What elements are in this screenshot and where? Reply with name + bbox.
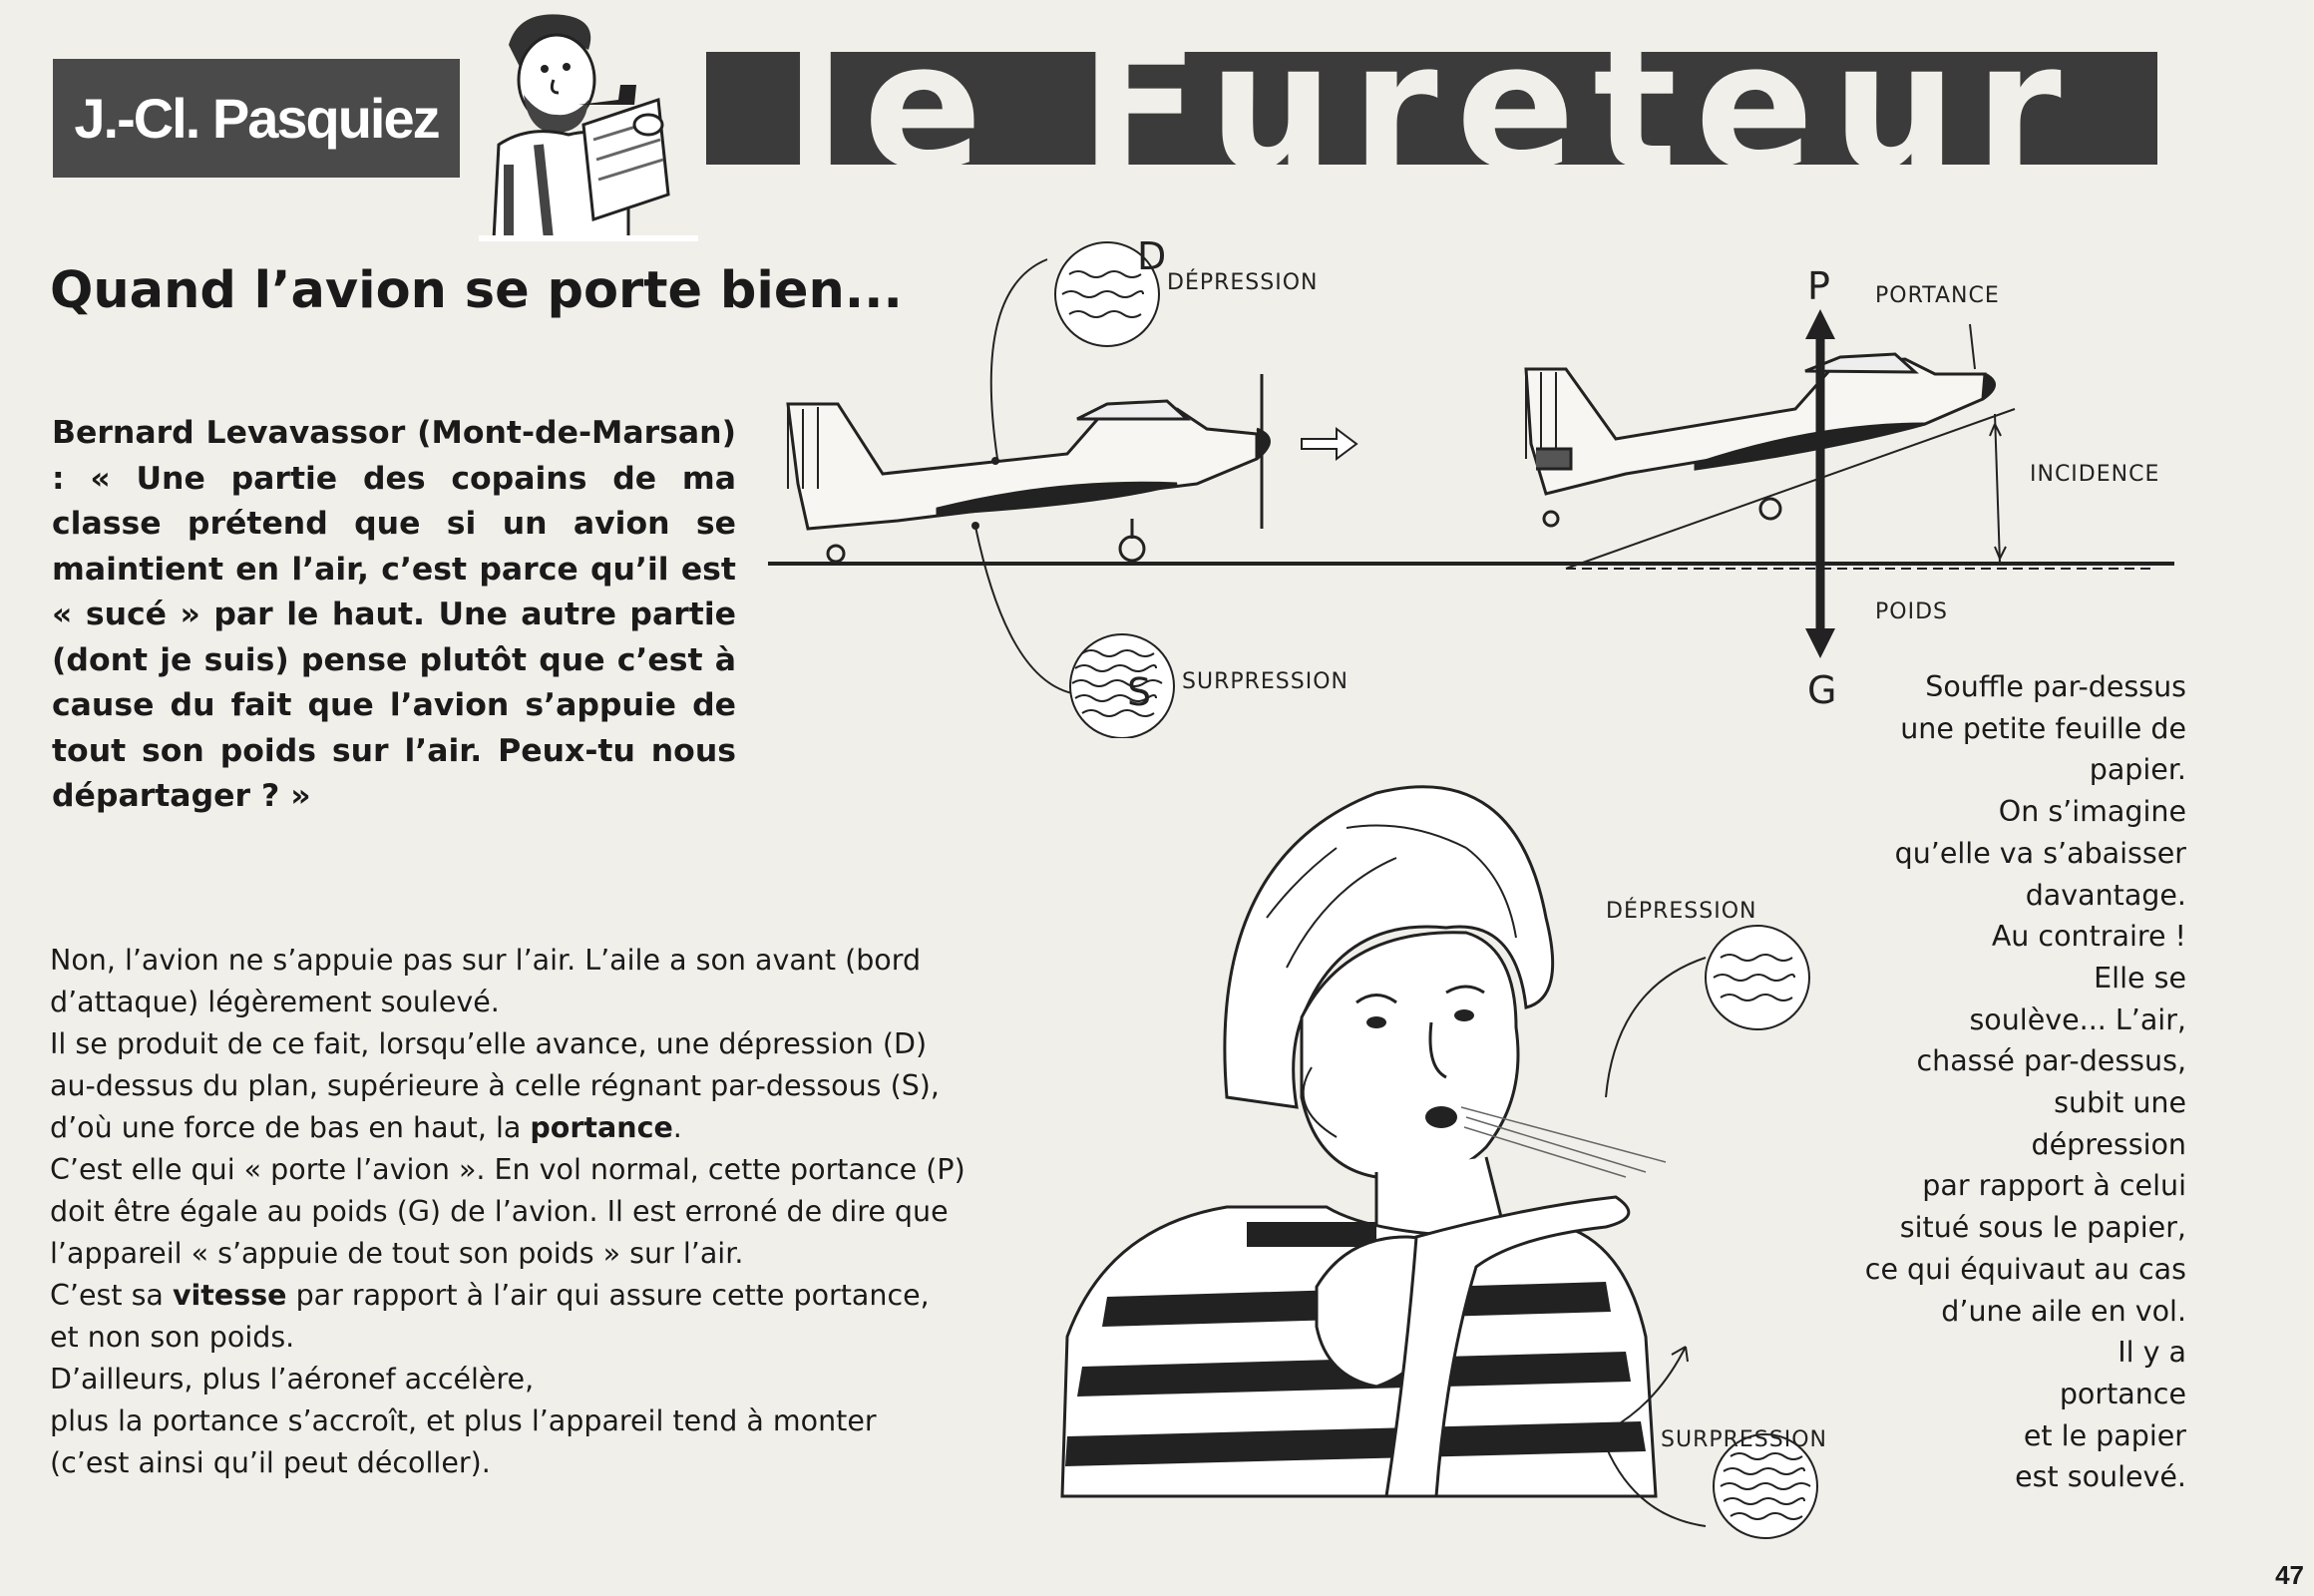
side-line: Elle se (2094, 961, 2186, 995)
side-line: soulève... L’air, (1969, 1002, 2186, 1036)
side-line: une petite feuille de (1900, 711, 2186, 745)
answer-text-segment: d’où une force de bas en haut, la (50, 1111, 522, 1144)
side-line: subit une (2054, 1086, 2186, 1120)
lift-diagram: D DÉPRESSION S SURPRESSION P G PORTANCE … (768, 234, 2174, 738)
answer-text-segment: . (672, 1111, 682, 1144)
side-line: Il y a (2118, 1336, 2186, 1370)
answer-keyword-portance: portance (530, 1111, 673, 1144)
side-line: et le papier (2023, 1418, 2186, 1452)
side-line: ce qui équivaut au cas (1864, 1252, 2186, 1286)
label-s: S (1127, 670, 1151, 714)
label-depression: DÉPRESSION (1167, 269, 1319, 295)
paper-experiment-text: Souffle par-dessus une petite feuille de… (1807, 666, 2186, 1498)
label-incidence: INCIDENCE (2030, 462, 2159, 487)
answer-line: l’appareil « s’appuie de tout son poids … (50, 1237, 744, 1270)
side-line: davantage. (2025, 878, 2186, 912)
masthead-title: le Fureteur (785, 38, 2080, 178)
label-poids: POIDS (1875, 599, 1948, 624)
answer-line: d’attaque) légèrement soulevé. (50, 986, 500, 1018)
answer-line: D’ailleurs, plus l’aéronef accélère, (50, 1363, 535, 1396)
side-line: papier. (2089, 753, 2186, 787)
answer-text: Non, l’avion ne s’appuie pas sur l’air. … (50, 940, 1047, 1484)
answer-line: Il se produit de ce fait, lorsqu’elle av… (50, 1027, 928, 1060)
answer-line: (c’est ainsi qu’il peut décoller). (50, 1446, 491, 1479)
side-line: dépression (2031, 1127, 2186, 1161)
answer-text-segment: C’est sa (50, 1279, 164, 1312)
depression-circle (1705, 925, 1810, 1030)
answer-line: doit être égale au poids (G) de l’avion.… (50, 1195, 949, 1228)
side-line: chassé par-dessus, (1916, 1044, 2186, 1078)
direction-arrow (1301, 427, 1358, 461)
answer-line: d’où une force de bas en haut, la portan… (50, 1107, 1047, 1149)
answer-line: au-dessus du plan, supérieure à celle ré… (50, 1069, 940, 1102)
depression-circle (1054, 241, 1160, 347)
airplane-level-illustration (786, 374, 1271, 564)
label-surpression: SURPRESSION (1182, 669, 1349, 694)
author-banner: J.-Cl. Pasquiez (53, 59, 460, 178)
boy-label-surpression: SURPRESSION (1661, 1427, 1827, 1452)
side-line: est soulevé. (2015, 1460, 2186, 1494)
side-line: portance (2059, 1377, 2186, 1410)
answer-line: C’est elle qui « porte l’avion ». En vol… (50, 1153, 965, 1186)
answer-line: Non, l’avion ne s’appuie pas sur l’air. … (50, 944, 922, 977)
answer-line: C’est sa vitesse par rapport à l’air qui… (50, 1275, 1047, 1317)
lift-arrowhead (1805, 309, 1835, 339)
article-headline: Quand l’avion se porte bien... (50, 261, 903, 320)
side-line: Au contraire ! (1991, 920, 2186, 954)
masthead-band (706, 52, 2157, 165)
author-caricature (479, 14, 698, 241)
side-line: On s’imagine (1998, 795, 2186, 829)
side-line: par rapport à celui (1922, 1169, 2186, 1203)
surpression-circle (1713, 1433, 1818, 1539)
surpression-circle (1069, 633, 1175, 738)
page-number: 47 (2275, 1560, 2304, 1590)
author-name: J.-Cl. Pasquiez (74, 87, 440, 150)
side-line: d’une aile en vol. (1941, 1294, 2186, 1328)
answer-text-segment: par rapport à l’air qui assure cette por… (295, 1279, 930, 1312)
answer-line: plus la portance s’accroît, et plus l’ap… (50, 1404, 877, 1437)
boy-blowing-illustration: DÉPRESSION SURPRESSION (1060, 785, 1827, 1539)
answer-line: et non son poids. (50, 1321, 295, 1354)
side-line: situé sous le papier, (1899, 1211, 2186, 1245)
label-g: G (1807, 668, 1836, 712)
label-p: P (1807, 264, 1830, 308)
side-line: qu’elle va s’abaisser (1894, 836, 2186, 870)
side-line: Souffle par-dessus (1925, 670, 2186, 703)
airplane-incidence-illustration (1524, 352, 1996, 528)
reader-question: Bernard Levavassor (Mont-de-Marsan) : « … (52, 415, 736, 814)
label-portance: PORTANCE (1875, 283, 2000, 308)
label-d: D (1137, 234, 1166, 278)
answer-keyword-vitesse: vitesse (172, 1279, 287, 1312)
boy-label-depression: DÉPRESSION (1606, 898, 1757, 924)
weight-arrowhead (1805, 628, 1835, 658)
